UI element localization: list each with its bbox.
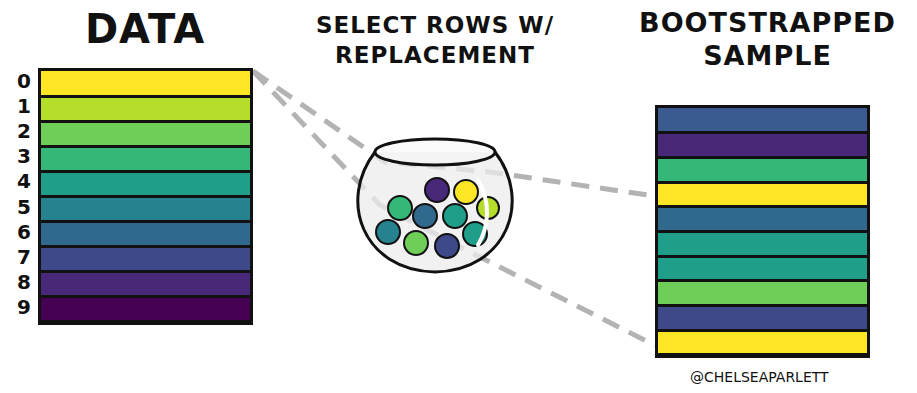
table-row [658,282,867,304]
row-stack [655,105,870,358]
table-row [658,159,867,181]
table-row [41,148,250,170]
watermark: @CHELSEAPARLETT [690,368,890,386]
row-index: 0 [12,69,36,93]
row-index: 9 [12,295,36,319]
table-row [41,98,250,120]
table-row [658,332,867,354]
marble [435,234,459,258]
table-row [41,123,250,145]
row-index: 3 [12,144,36,168]
table-row [41,298,250,320]
table-heading: BOOTSTRAPPED SAMPLE [625,6,910,72]
row-stack [38,68,253,325]
table-row [41,248,250,270]
row-index: 2 [12,119,36,143]
table-row [658,108,867,131]
data-table: BOOTSTRAPPED SAMPLE [625,6,910,358]
table-row [41,173,250,195]
marble [413,204,437,228]
row-index: 4 [12,169,36,193]
table-row [41,223,250,245]
table-row [41,198,250,220]
marble [425,178,449,202]
marble [443,204,467,228]
table-row [658,184,867,206]
marble [454,180,478,204]
row-index: 1 [12,94,36,118]
row-index: 5 [12,195,36,219]
table-row [41,71,250,95]
row-index: 7 [12,245,36,269]
marble [388,196,412,220]
bowl-highlight [478,180,487,245]
bowl-rim [375,139,495,165]
table-row [658,258,867,280]
dashed-connector [253,71,655,345]
table-row [658,307,867,329]
marble [404,231,428,255]
row-index: 6 [12,220,36,244]
table-row [658,233,867,255]
step-caption: SELECT ROWS W/ REPLACEMENT [310,10,560,70]
row-index: 8 [12,270,36,294]
table-row [658,208,867,230]
bowl-body [358,152,512,272]
marble [376,220,400,244]
table-row [41,273,250,295]
data-table: DATA [30,6,260,325]
table-row [658,134,867,156]
table-heading: DATA [30,6,260,52]
